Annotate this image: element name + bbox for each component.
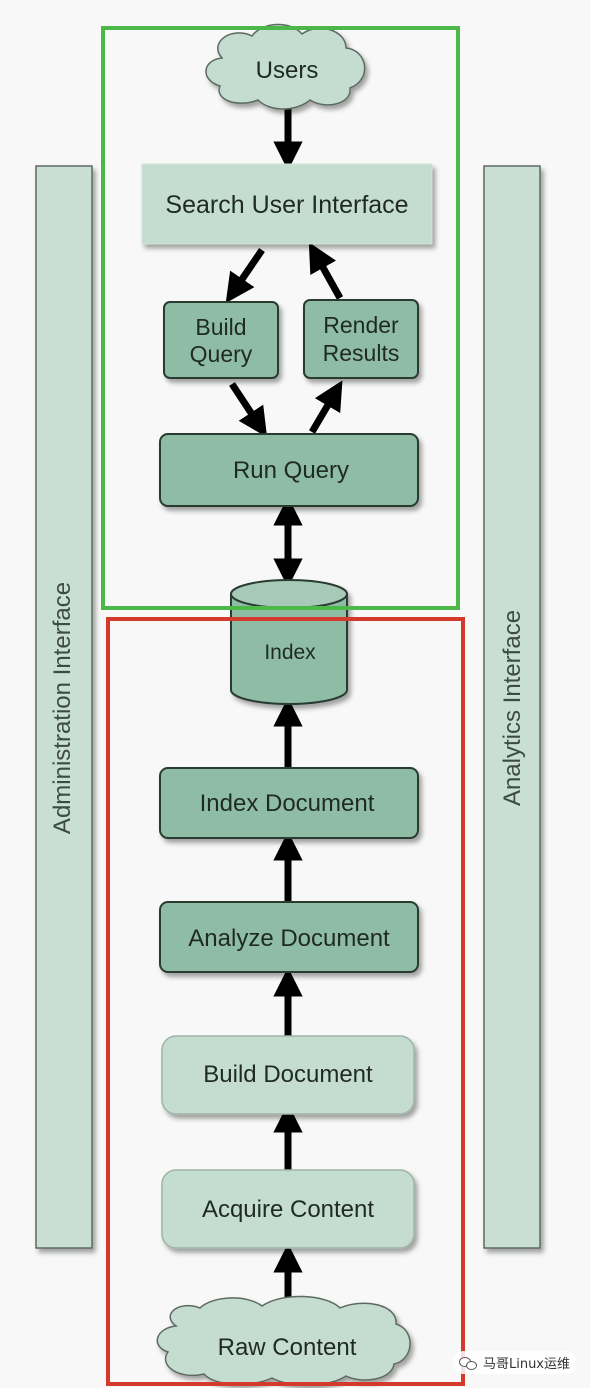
analytics-interface-panel: Analytics Interface (483, 165, 541, 1249)
index-database-cylinder (230, 579, 348, 705)
render-results-label-line2: Results (323, 340, 400, 366)
search-group-frame (101, 26, 460, 610)
arrow-run-query-to-render-results (308, 380, 343, 434)
render-results-label-line1: Render (323, 312, 399, 338)
watermark-text: 马哥Linux运维 (482, 1357, 570, 1372)
build-query-label-line2: Query (190, 341, 253, 367)
run-query-box: Run Query (159, 433, 419, 507)
raw-content-cloud: Raw Content (156, 1295, 411, 1386)
build-query-box: Build Query (163, 301, 279, 379)
arrow-build-query-to-run-query (229, 382, 268, 438)
build-document-label: Build Document (203, 1061, 373, 1088)
administration-interface-panel: Administration Interface (35, 165, 93, 1249)
arrow-render-results-to-search-ui (308, 242, 344, 300)
index-label: Index (264, 641, 316, 664)
analytics-interface-label: Analytics Interface (499, 610, 526, 806)
acquire-content-box: Acquire Content (161, 1169, 415, 1249)
watermark-badge: 马哥Linux运维 (452, 1351, 576, 1374)
run-query-label: Run Query (233, 457, 349, 484)
build-document-box: Build Document (161, 1035, 415, 1115)
search-user-interface-box: Search User Interface (141, 163, 433, 245)
flow-arrows (225, 107, 344, 1308)
users-cloud: Users (205, 23, 366, 110)
analyze-document-box: Analyze Document (159, 901, 419, 973)
arrow-search-ui-to-build-query (225, 248, 265, 304)
index-document-box: Index Document (159, 767, 419, 839)
build-query-label-line1: Build (195, 314, 246, 340)
index-document-label: Index Document (200, 790, 375, 817)
search-user-interface-label: Search User Interface (165, 191, 408, 219)
administration-interface-label: Administration Interface (49, 582, 76, 834)
users-label: Users (256, 57, 319, 84)
indexing-group-frame (106, 617, 465, 1386)
wechat-icon (458, 1356, 477, 1370)
acquire-content-label: Acquire Content (202, 1196, 374, 1223)
render-results-box: Render Results (303, 299, 419, 379)
raw-content-label: Raw Content (218, 1334, 357, 1361)
analyze-document-label: Analyze Document (188, 925, 390, 952)
